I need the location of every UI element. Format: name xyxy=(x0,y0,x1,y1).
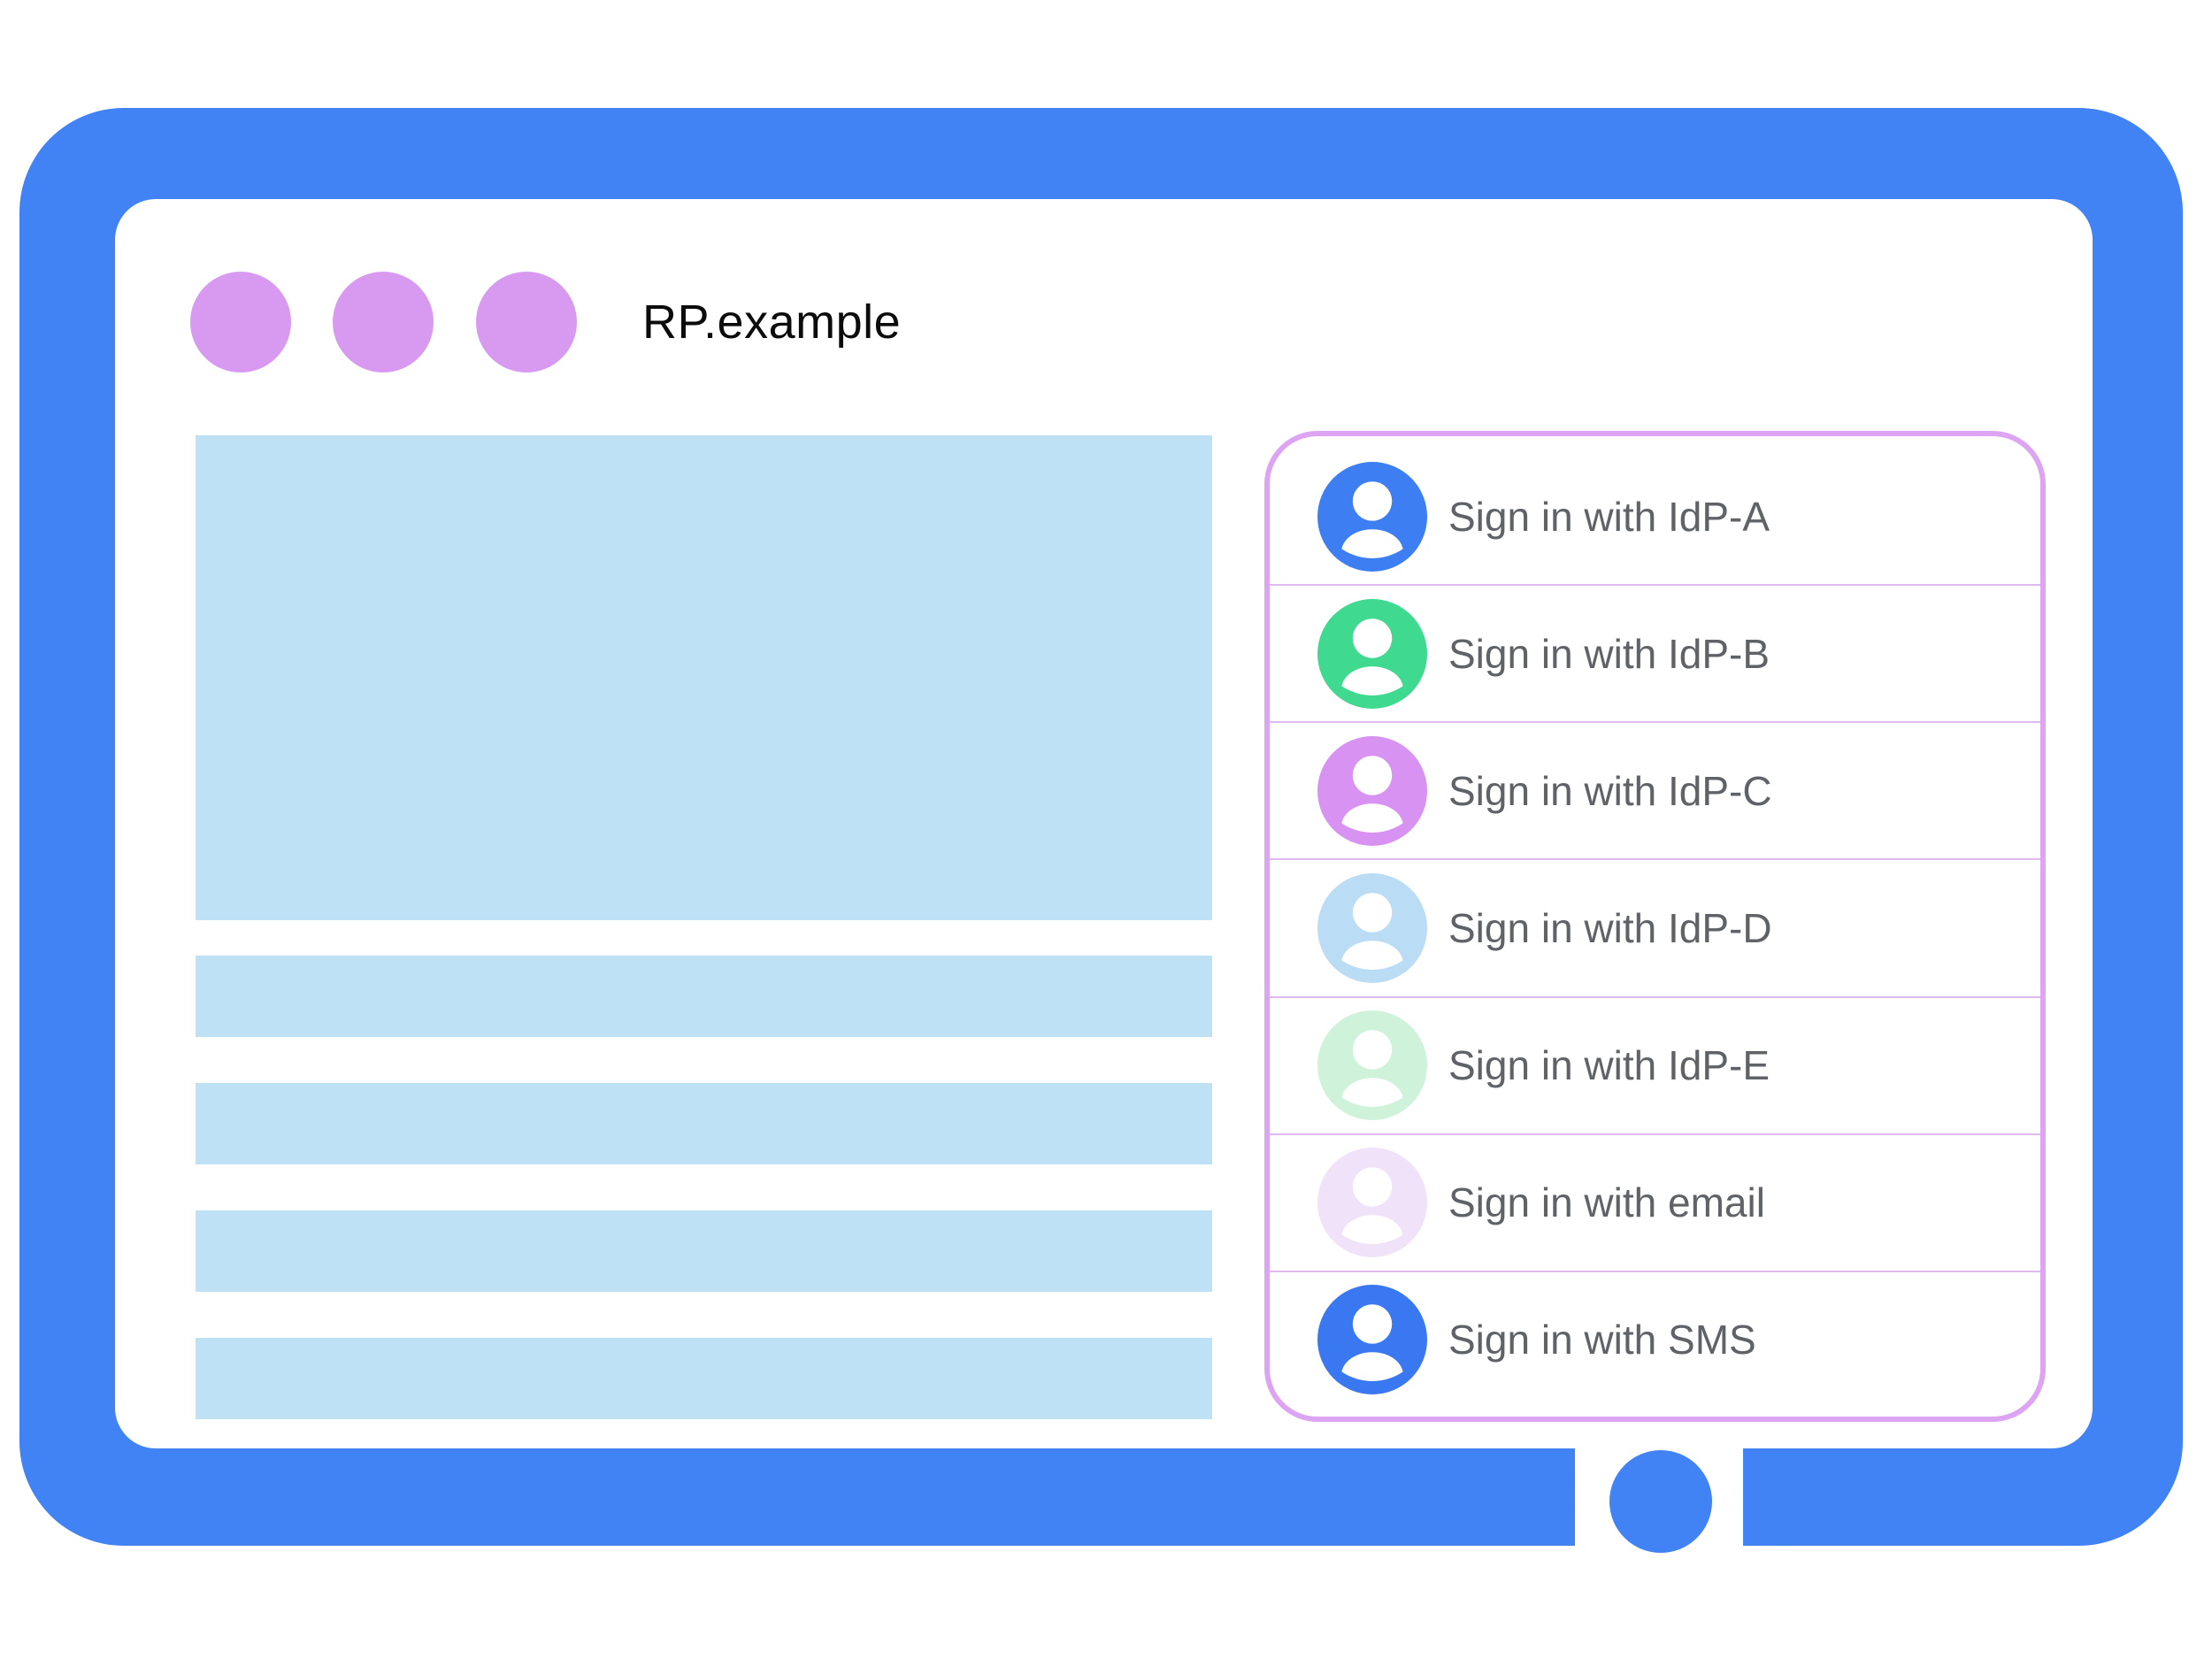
account-avatar-icon xyxy=(1317,461,1427,572)
account-avatar-icon xyxy=(1317,872,1427,983)
signin-option-label: Sign in with email xyxy=(1448,1179,1765,1226)
content-placeholder-line xyxy=(196,1210,1212,1292)
frame-bottom-bar-left-cap xyxy=(1476,1448,1575,1546)
account-avatar-icon xyxy=(1317,1285,1427,1395)
signin-chooser-panel: Sign in with IdP-A Sign in with IdP-B Si… xyxy=(1264,431,2046,1422)
signin-option-label: Sign in with IdP-D xyxy=(1448,904,1772,951)
frame-bottom-bar-right-cap xyxy=(1743,1448,1842,1546)
signin-option-label: Sign in with IdP-E xyxy=(1448,1042,1770,1089)
account-avatar-icon xyxy=(1317,1010,1427,1121)
signin-option-idp-b[interactable]: Sign in with IdP-B xyxy=(1270,584,2040,721)
account-avatar-icon xyxy=(1317,598,1427,709)
frame-bottom-circle xyxy=(1609,1450,1712,1553)
signin-option-email[interactable]: Sign in with email xyxy=(1270,1133,2040,1271)
account-avatar-icon xyxy=(1317,735,1427,846)
signin-option-label: Sign in with IdP-A xyxy=(1448,493,1770,540)
window-control-dot-3 xyxy=(476,272,577,373)
content-placeholder-hero xyxy=(196,435,1212,920)
content-placeholder-line xyxy=(196,956,1212,1037)
content-placeholder-line xyxy=(196,1083,1212,1164)
signin-option-label: Sign in with SMS xyxy=(1448,1317,1756,1363)
signin-option-sms[interactable]: Sign in with SMS xyxy=(1270,1270,2040,1408)
signin-option-idp-d[interactable]: Sign in with IdP-D xyxy=(1270,858,2040,995)
page-title: RP.example xyxy=(642,296,902,349)
signin-option-idp-a[interactable]: Sign in with IdP-A xyxy=(1270,449,2040,584)
signin-option-label: Sign in with IdP-B xyxy=(1448,630,1770,677)
signin-option-label: Sign in with IdP-C xyxy=(1448,767,1772,814)
window-control-dot-2 xyxy=(333,272,434,373)
signin-option-idp-e[interactable]: Sign in with IdP-E xyxy=(1270,995,2040,1133)
signin-option-idp-c[interactable]: Sign in with IdP-C xyxy=(1270,721,2040,858)
window-control-dot-1 xyxy=(190,272,291,373)
content-placeholder-line xyxy=(196,1338,1212,1419)
account-avatar-icon xyxy=(1317,1148,1427,1258)
